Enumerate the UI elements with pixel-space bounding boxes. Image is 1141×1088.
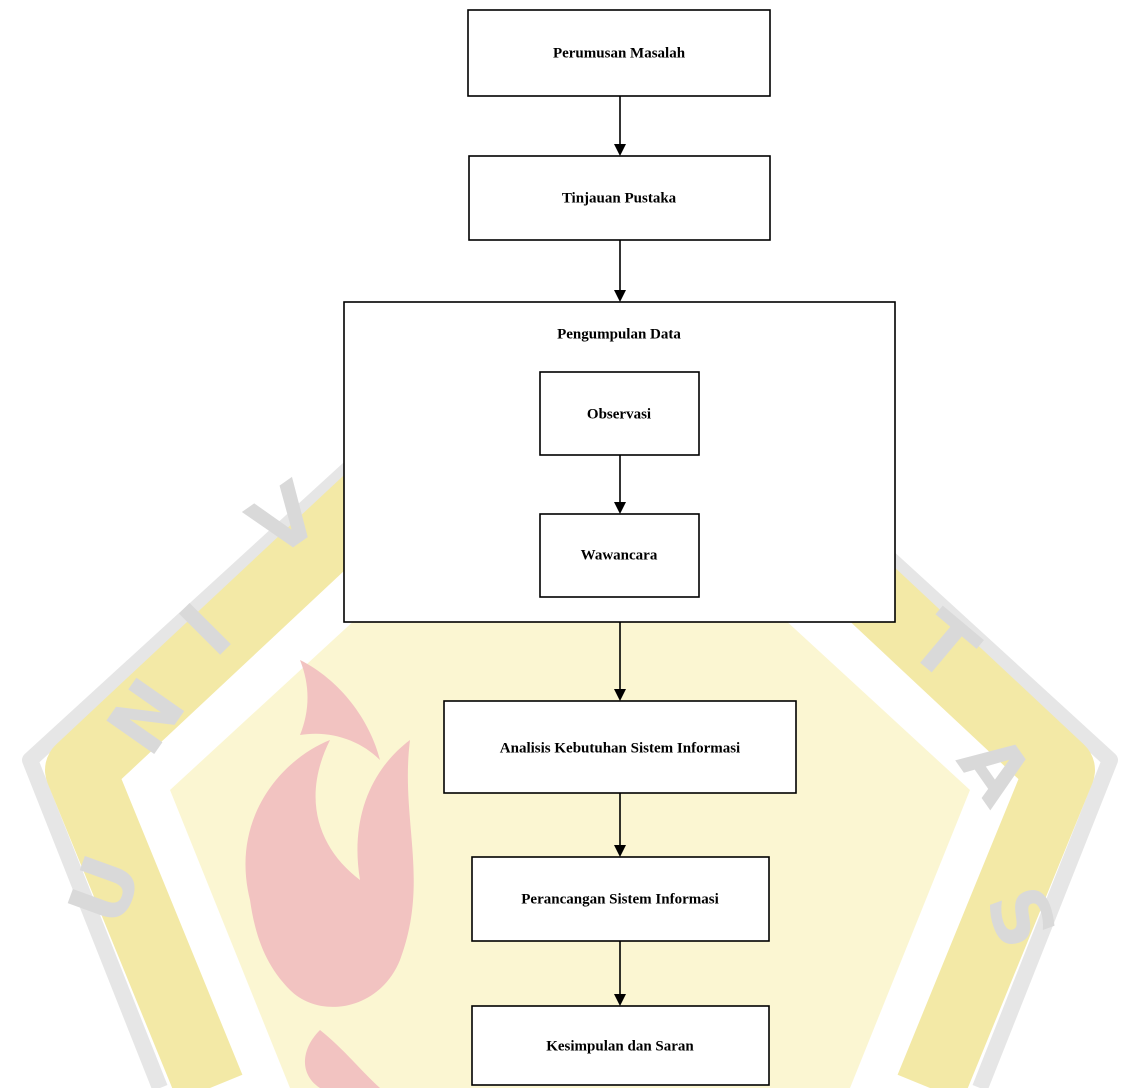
arrow-tinjauan-to-pengumpulan [614,240,626,302]
node-analisis-kebutuhan-label: Analisis Kebutuhan Sistem Informasi [500,740,740,756]
node-kesimpulan-saran: Kesimpulan dan Saran [471,1005,770,1086]
flame-emblem [245,660,414,1088]
group-pengumpulan-data: Pengumpulan Data Observasi Wawancara [343,301,896,623]
node-analisis-kebutuhan: Analisis Kebutuhan Sistem Informasi [443,700,797,794]
node-tinjauan-pustaka: Tinjauan Pustaka [468,155,771,241]
arrow-observasi-to-wawancara [614,455,626,514]
arrow-perancangan-to-kesimpulan [614,941,626,1006]
node-perancangan-sistem-label: Perancangan Sistem Informasi [521,891,719,907]
node-observasi-label: Observasi [587,406,651,422]
node-perancangan-sistem: Perancangan Sistem Informasi [471,856,770,942]
group-pengumpulan-data-label: Pengumpulan Data [557,326,681,342]
node-wawancara-label: Wawancara [581,547,658,563]
node-tinjauan-pustaka-label: Tinjauan Pustaka [562,190,677,206]
node-kesimpulan-saran-label: Kesimpulan dan Saran [546,1038,694,1054]
arrow-analisis-to-perancangan [614,793,626,857]
arrow-perumusan-to-tinjauan [614,96,626,156]
node-wawancara: Wawancara [539,513,700,598]
node-perumusan-masalah-label: Perumusan Masalah [553,45,686,61]
node-observasi: Observasi [539,371,700,456]
node-perumusan-masalah: Perumusan Masalah [467,9,771,97]
arrow-pengumpulan-to-analisis [614,622,626,701]
